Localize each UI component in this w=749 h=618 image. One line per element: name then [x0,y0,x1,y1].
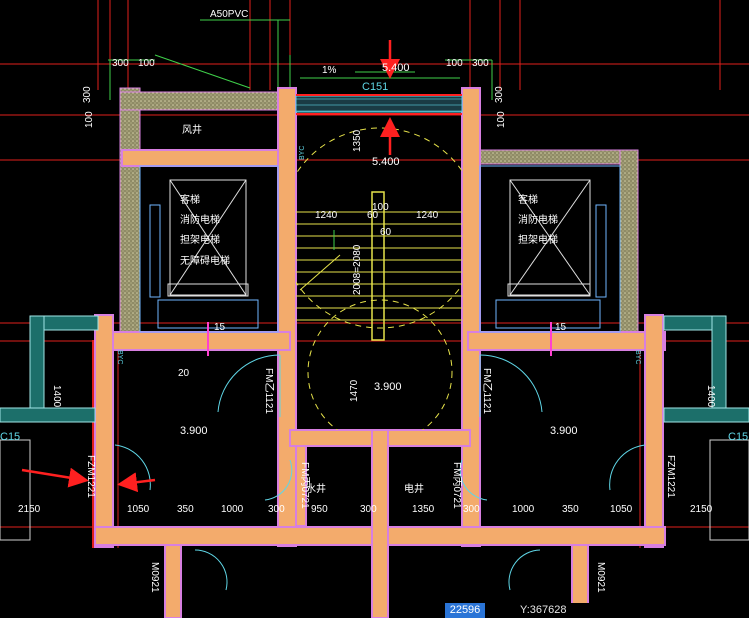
dim-label: 1000 [221,504,244,515]
stair [296,127,462,430]
top-window [295,95,463,113]
dim-label: 1050 [127,504,150,515]
wall-lower-right [571,544,589,618]
water-shaft-label: 水井 [306,482,326,495]
dim-label: 1470 [349,379,360,402]
door-tag: FZM1221 [85,455,96,498]
dim-label: 2150 [18,504,41,515]
step-label: 15 [214,322,226,333]
landing-level-label: 5.400 [372,156,400,168]
dim-label: 1000 [512,504,535,515]
elevator-right-label: 客梯 [518,193,538,206]
door-tag: FM乙1121 [481,368,493,414]
dim-label: 1350 [412,504,435,515]
side-shaft-walls [0,315,749,541]
stair-run-label: 2008=2080 [352,244,363,295]
dim-label: 100 [138,58,155,69]
elevator-right-label: 消防电梯 [518,213,558,226]
elevator-left [139,165,279,333]
byc-tag: BYC [634,350,641,364]
byc-tag: BYC [299,146,306,160]
dim-label: 300 [472,58,489,69]
elevator-left-label: 无障碍电梯 [180,254,230,267]
wall-lower-left [164,544,182,618]
dim-label: 100 [372,202,389,213]
wall-shaft-divider [371,429,389,618]
wall-top-left [119,91,281,111]
wall-room-right-top [467,331,666,351]
door-swings [114,354,646,591]
dim-label: 100 [496,111,507,128]
door-tag: FZM1221 [665,455,676,498]
dim-label: 100 [84,111,95,128]
dim-label: 1240 [416,210,439,221]
dim-label: 1400 [51,385,62,408]
dim-label: 300 [112,58,129,69]
door-tag: FM乙1121 [263,368,275,414]
arrow-left-left [117,472,156,493]
edge-tag: C15 [728,431,748,443]
vent-cap-label: A50PVC [210,9,248,20]
dim-label: 100 [446,58,463,69]
wall-stair-right [461,87,481,547]
orange-walls [94,87,666,618]
shaft-left-label: 风井 [182,123,202,136]
dim-label: 60 [367,210,379,221]
wall-stair-left [277,87,297,547]
elevator-left-label: 担架电梯 [180,233,220,246]
byc-tag: BYC [116,350,123,364]
dim-label: 350 [562,504,579,515]
door-tag: M0921 [595,562,606,593]
dim-label: 60 [380,227,392,238]
wall-shaft-left-inner [295,445,307,527]
door-tag: FM丙0721 [451,462,462,509]
dim-label: 350 [177,504,194,515]
coordinate-x-readout[interactable]: 22596 [445,603,485,618]
wall-shaft-left [119,87,141,335]
window-tag: C151 [362,81,388,93]
annotations: A50PVC 300 100 300 100 100 300 300 100 1… [0,9,748,593]
dim-label: 1400 [705,385,716,408]
dim-label: 1350 [352,129,363,152]
dim-label: 300 [463,504,480,515]
markup-arrows [21,40,400,493]
wall-room-left-top [94,331,291,351]
step-label: 15 [555,322,567,333]
door-tag: M0921 [149,562,160,593]
arrow-right-left [21,467,89,488]
electric-shaft-label: 电井 [404,482,424,495]
edge-tag: C15 [0,431,20,443]
wall-elev-right-top [469,149,639,165]
floor-level-label: 3.900 [374,381,402,393]
wall-elev-left-top [121,149,291,167]
elevator-right-label: 担架电梯 [518,233,558,246]
dim-label: 1240 [315,210,338,221]
coordinate-y-readout: Y:367628 [520,603,590,618]
dim-label: 950 [311,504,328,515]
wall-room-right-side [644,314,664,548]
elevator-left-label: 客梯 [180,193,200,206]
step-markers [207,322,552,356]
elevator-right [479,165,621,333]
dim-label: 1050 [610,504,633,515]
dim-label: 300 [82,86,93,103]
slope-label: 1% [322,65,337,76]
dim-label: 300 [268,504,285,515]
wall-elev-right-side [619,149,639,335]
floor-level-label: 3.900 [180,425,208,437]
roof-level-label: 5.400 [382,62,410,74]
dimension-lines [108,19,493,100]
elevator-left-label: 消防电梯 [180,213,220,226]
floor-level-label: 3.900 [550,425,578,437]
wall-note-label: 20 [178,368,190,379]
door-tag: FM丙0721 [299,462,310,509]
dim-label: 300 [360,504,377,515]
dim-label: 300 [494,86,505,103]
wall-room-left-side [94,314,114,548]
dim-label: 2150 [690,504,713,515]
